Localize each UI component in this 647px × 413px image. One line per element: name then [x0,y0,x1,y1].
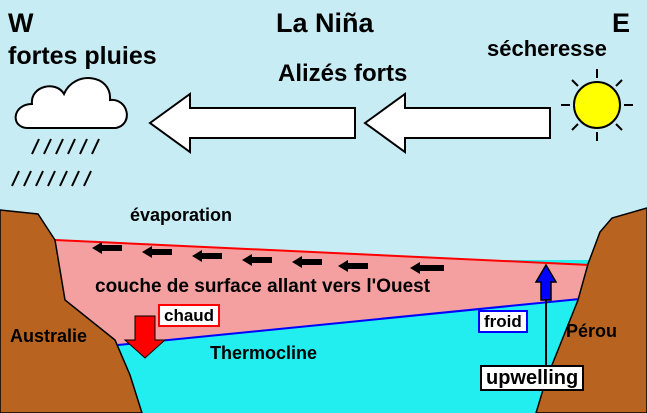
winds-label: Alizés forts [278,60,408,87]
australia-land [0,209,143,413]
warm-down-arrow [123,315,167,359]
west-label: fortes pluies [8,42,157,70]
evaporation-label: évaporation [130,205,233,225]
surface-layer-label: couche de surface allant vers l'Ouest [95,276,431,297]
page-title: La Niña [276,8,374,38]
current-arrow [192,250,222,262]
upwelling-label: upwelling [480,365,585,391]
warm-label: chaud [158,304,221,327]
wind-arrow-right [363,92,551,154]
current-arrow [292,256,322,268]
east-label: sécheresse [487,36,607,61]
wind-arrow-left [148,92,356,154]
peru-land [535,207,647,413]
east-letter: E [612,8,631,38]
thermocline-line [117,297,591,346]
west-letter: W [8,8,34,38]
sea-surface-line [54,239,591,266]
current-arrow [338,260,368,272]
australia-label: Australie [10,326,88,346]
current-arrow [242,254,272,266]
current-arrow [410,262,444,274]
current-arrow [92,242,122,254]
sun-icon [561,69,633,141]
surface-current-arrows [92,242,444,274]
current-arrow [142,246,172,258]
peru-label: Pérou [566,321,618,341]
rain-cloud-icon [11,77,128,187]
thermocline-label: Thermocline [210,343,318,363]
cold-label: froid [478,310,528,333]
